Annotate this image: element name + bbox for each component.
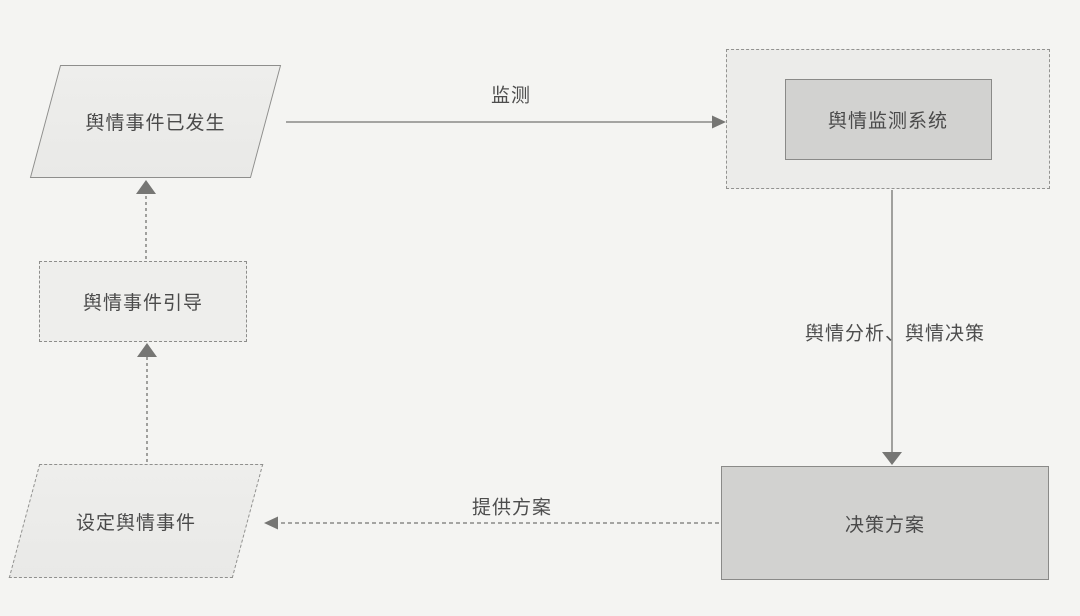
node-monitoring-system-label: 舆情监测系统 xyxy=(827,110,948,132)
node-monitoring-system: 舆情监测系统 xyxy=(784,78,992,160)
node-set-event: 设定舆情事件 xyxy=(8,464,264,578)
edge-set-to-guidance-arrowhead-icon xyxy=(137,343,157,357)
edge-monitor-label: 监测 xyxy=(490,85,532,107)
edge-provide-plan-arrowhead-icon xyxy=(264,516,278,530)
edge-guidance-to-event-arrowhead-icon xyxy=(136,180,156,194)
edge-analysis-arrowhead-icon xyxy=(882,452,902,465)
node-set-event-label: 设定舆情事件 xyxy=(75,512,196,534)
edge-analysis-label: 舆情分析、舆情决策 xyxy=(804,323,986,345)
node-decision-plan: 决策方案 xyxy=(721,466,1049,580)
node-monitoring-container: 舆情监测系统 xyxy=(726,49,1050,189)
node-decision-plan-label: 决策方案 xyxy=(844,514,925,536)
edge-provide-plan-label: 提供方案 xyxy=(471,497,553,519)
node-event-guidance: 舆情事件引导 xyxy=(39,261,247,342)
node-event-occurred: 舆情事件已发生 xyxy=(29,65,282,178)
edge-monitor-arrowhead-icon xyxy=(712,115,726,129)
node-event-guidance-label: 舆情事件引导 xyxy=(82,293,203,314)
node-event-occurred-label: 舆情事件已发生 xyxy=(85,113,226,134)
